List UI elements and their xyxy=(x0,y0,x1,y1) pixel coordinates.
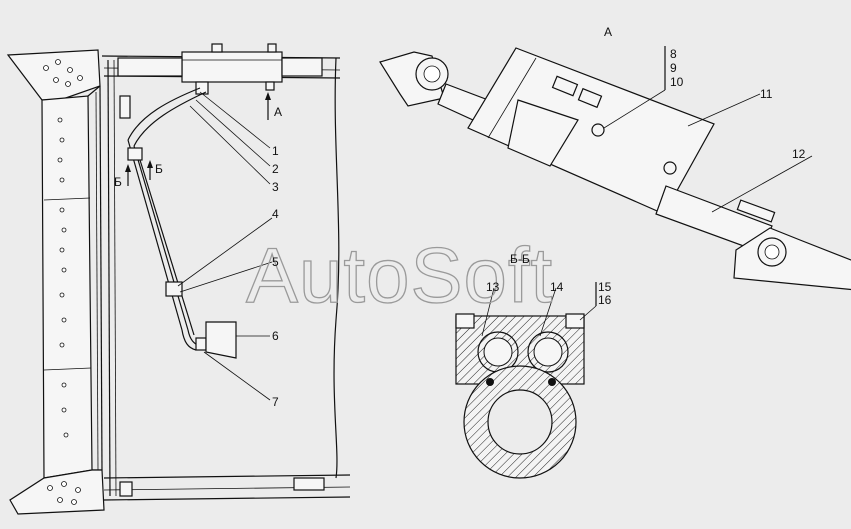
section-marks: Б Б xyxy=(114,160,163,189)
callout-16: 16 xyxy=(598,293,612,307)
callout-9: 9 xyxy=(670,61,677,75)
section-bb xyxy=(455,313,585,479)
section-title-bb: Б-Б xyxy=(510,252,530,266)
callout-8: 8 xyxy=(670,47,677,61)
callout-11: 11 xyxy=(760,87,773,101)
callout-labels: А Б-Б 1 2 3 4 5 6 7 8 9 10 11 12 13 14 1… xyxy=(272,25,806,409)
leader-lines-right xyxy=(603,46,813,213)
callout-4: 4 xyxy=(272,207,279,221)
callout-7: 7 xyxy=(272,395,279,409)
frame-holes xyxy=(43,59,83,505)
section-mark-right: Б xyxy=(155,162,163,176)
view-arrow-label: А xyxy=(274,105,282,119)
view-a-cylinder xyxy=(379,47,851,291)
blade-frame xyxy=(6,49,351,515)
callout-15: 15 xyxy=(598,280,612,294)
leader-lines-left xyxy=(177,91,273,401)
callout-3: 3 xyxy=(272,180,279,194)
hydraulic-hoses xyxy=(119,87,237,359)
top-tilt-cylinder xyxy=(117,43,323,95)
leader-lines-section xyxy=(481,282,597,337)
bottom-brackets xyxy=(119,477,325,497)
callout-5: 5 xyxy=(272,255,279,269)
watermark: AutoSoft xyxy=(246,231,553,319)
callout-1: 1 xyxy=(272,144,279,158)
callout-14: 14 xyxy=(550,280,564,294)
callout-12: 12 xyxy=(792,147,806,161)
callout-13: 13 xyxy=(486,280,500,294)
view-title-a: А xyxy=(604,25,612,39)
callout-6: 6 xyxy=(272,329,279,343)
view-arrow-a: А xyxy=(265,92,282,120)
callout-10: 10 xyxy=(670,75,684,89)
callout-2: 2 xyxy=(272,162,279,176)
section-mark-left: Б xyxy=(114,175,122,189)
